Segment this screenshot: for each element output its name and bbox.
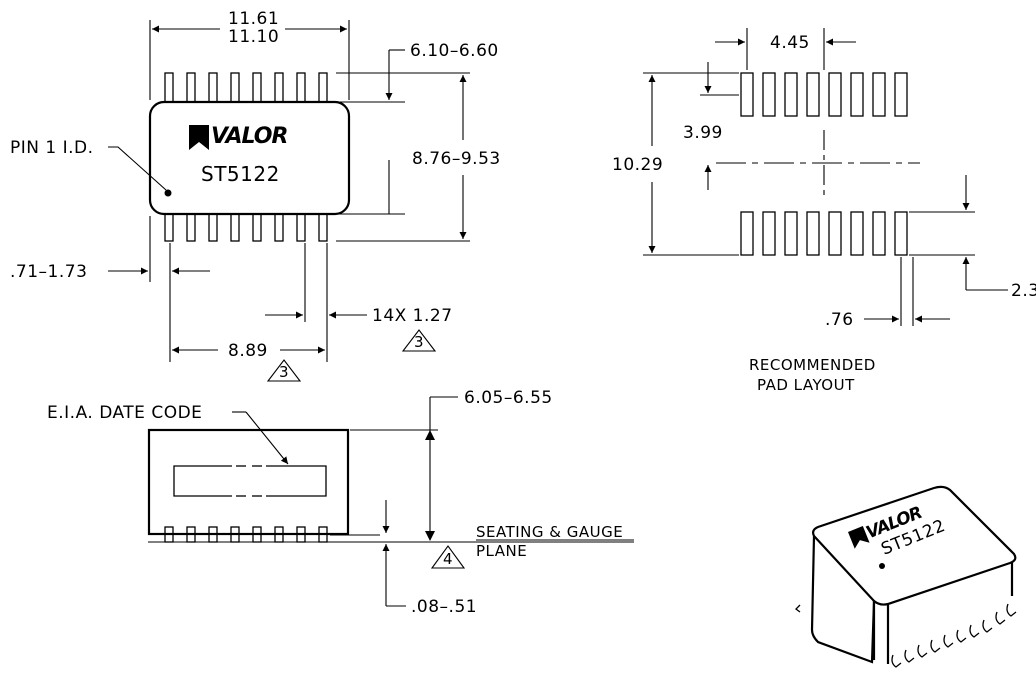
- pad-layout-title-line1: RECOMMENDED: [749, 356, 876, 374]
- top-view: VALOR ST5122 PIN 1 I.D. 11.61 11.10 6.10…: [10, 9, 501, 382]
- valor-logo: VALOR: [189, 124, 288, 150]
- seating-label-line2: PLANE: [476, 542, 527, 560]
- top-leads: [164, 72, 328, 103]
- pin1-label: PIN 1 I.D.: [10, 138, 94, 158]
- note-ref-seating: 4: [443, 550, 453, 568]
- pad-row-bottom: [740, 211, 908, 256]
- pad-layout-title-line2: PAD LAYOUT: [757, 376, 855, 394]
- pin1-dot: [164, 189, 172, 197]
- bottom-leads: [164, 213, 328, 242]
- dim-lead-offset: .71–1.73: [10, 262, 87, 282]
- dim-standoff: .08–.51: [411, 597, 477, 617]
- pad-layout: 4.45 3.99 10.29 2.34 .76 RECOMMENDED PAD…: [612, 28, 1036, 394]
- side-view: E.I.A. DATE CODE 6.05–6.55 SEATING & GAU…: [47, 388, 634, 617]
- dim-overall: 10.29: [612, 155, 663, 175]
- dim-lead-span: 6.10–6.60: [410, 41, 499, 61]
- note-ref-pitch: 3: [414, 333, 424, 351]
- dim-pad-height: 2.34: [1011, 281, 1036, 301]
- iso-leads: [795, 603, 1017, 668]
- dim-length-max: 11.61: [228, 9, 279, 29]
- dim-height: 6.05–6.55: [464, 388, 553, 408]
- date-code-label: E.I.A. DATE CODE: [47, 403, 202, 423]
- dim-pitch: 14X 1.27: [372, 306, 453, 326]
- pad-row-top: [740, 72, 908, 117]
- dim-row-span: 8.89: [228, 341, 268, 361]
- dim-length-min: 11.10: [228, 27, 279, 47]
- package-body-side: [147, 428, 350, 536]
- dim-pad-width: .76: [825, 310, 854, 330]
- dim-pad-length: 3.99: [683, 123, 723, 143]
- iso-pin1-dot: [879, 563, 885, 569]
- note-ref-row-span: 3: [279, 363, 289, 381]
- dim-pad-row-width: 4.45: [770, 33, 810, 53]
- dim-width: 8.76–9.53: [412, 149, 501, 169]
- package-body-top: [148, 100, 351, 216]
- seating-label-line1: SEATING & GAUGE: [476, 523, 623, 541]
- iso-view: VALOR ST5122: [795, 485, 1017, 668]
- part-number: ST5122: [201, 162, 280, 186]
- svg-text:VALOR: VALOR: [211, 124, 287, 149]
